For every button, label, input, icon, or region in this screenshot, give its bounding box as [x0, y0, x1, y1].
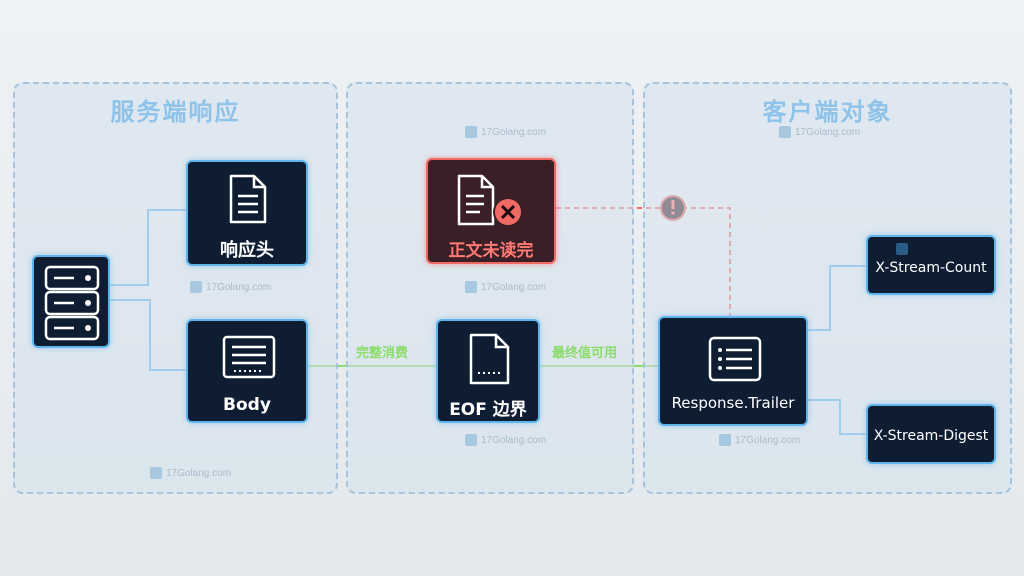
response-trailer-label: Response.Trailer — [671, 394, 795, 412]
document-error-icon — [457, 174, 523, 227]
body-unread-node: 正文未读完 — [426, 158, 556, 264]
document-icon — [229, 174, 267, 224]
badge-icon — [896, 243, 908, 255]
watermark-logo-icon — [719, 434, 731, 446]
server-response-title: 服务端响应 — [110, 98, 241, 126]
eof-boundary-label: EOF 边界 — [449, 400, 527, 420]
watermark: 17Golang.com — [465, 281, 546, 293]
edge-label-available: 最终值可用 — [552, 346, 618, 361]
watermark-logo-icon — [150, 467, 162, 479]
middle-panel — [346, 82, 634, 494]
list-document-icon — [222, 335, 276, 379]
watermark-logo-icon — [465, 126, 477, 138]
response-headers-node: 响应头 — [186, 160, 308, 266]
body-label: Body — [223, 395, 271, 415]
watermark-logo-icon — [779, 126, 791, 138]
server-node — [32, 255, 110, 348]
body-node: Body — [186, 319, 308, 423]
x-stream-digest-node: X-Stream-Digest — [866, 404, 996, 464]
response-headers-label: 响应头 — [220, 240, 274, 261]
watermark: 17Golang.com — [465, 434, 546, 446]
watermark: 17Golang.com — [465, 126, 546, 138]
watermark: 17Golang.com — [779, 126, 860, 138]
watermark: 17Golang.com — [190, 281, 271, 293]
watermark: 17Golang.com — [719, 434, 800, 446]
watermark: 17Golang.com — [150, 467, 231, 479]
eof-boundary-node: EOF 边界 — [436, 319, 540, 423]
response-trailer-node: Response.Trailer — [658, 316, 808, 426]
x-stream-digest-label: X-Stream-Digest — [873, 428, 989, 444]
body-unread-label: 正文未读完 — [448, 241, 534, 261]
x-stream-count-label: X-Stream-Count — [875, 260, 987, 276]
list-icon — [708, 336, 762, 382]
document-dotted-icon — [469, 333, 510, 385]
server-icon — [44, 265, 100, 341]
client-object-title: 客户端对象 — [762, 98, 893, 126]
edge-label-consume: 完整消费 — [356, 346, 409, 361]
x-stream-count-node: X-Stream-Count — [866, 235, 996, 295]
watermark-logo-icon — [465, 281, 477, 293]
watermark-logo-icon — [190, 281, 202, 293]
watermark-logo-icon — [465, 434, 477, 446]
